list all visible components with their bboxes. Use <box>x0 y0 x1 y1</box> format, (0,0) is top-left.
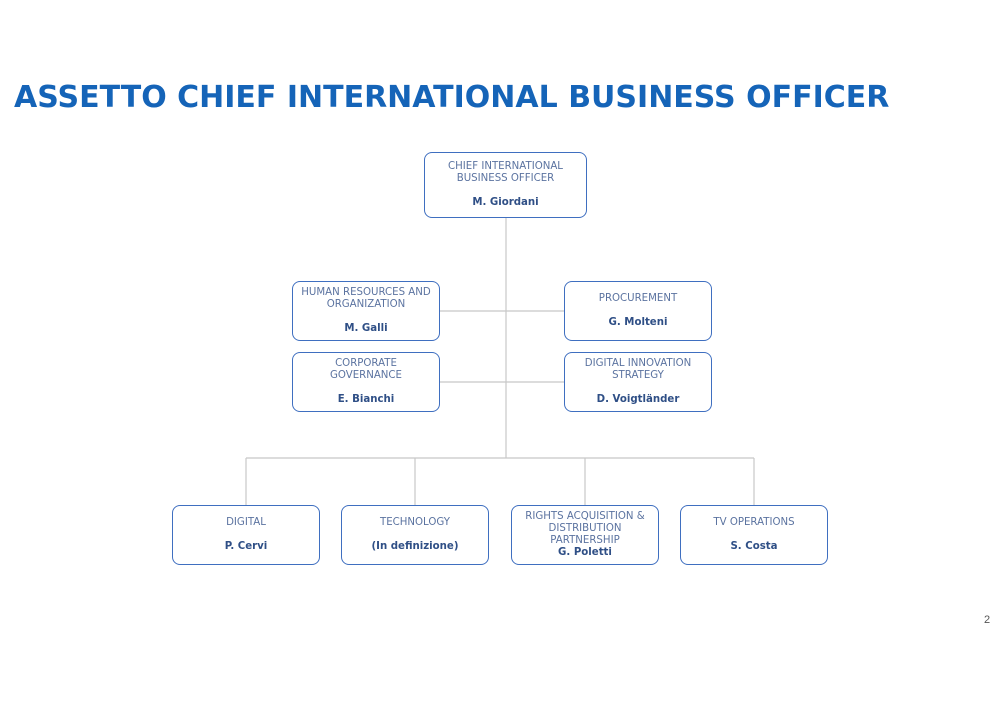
org-box-technology: TECHNOLOGY (In definizione) <box>341 505 489 565</box>
org-box-name: E. Bianchi <box>337 394 395 405</box>
org-box-role: TECHNOLOGY <box>379 517 450 528</box>
page-number: 2 <box>984 614 991 626</box>
org-box-human-resources: HUMAN RESOURCES AND ORGANIZATION M. Gall… <box>292 281 440 341</box>
org-box-name: M. Galli <box>344 323 388 334</box>
org-box-role: RIGHTS ACQUISITION & DISTRIBUTION PARTNE… <box>525 511 645 546</box>
org-box-digital-innovation-strategy: DIGITAL INNOVATION STRATEGY D. Voigtländ… <box>564 352 712 412</box>
org-box-role: CHIEF INTERNATIONAL BUSINESS OFFICER <box>448 161 563 184</box>
org-box-role: TV OPERATIONS <box>713 517 795 528</box>
org-box-role: DIGITAL INNOVATION STRATEGY <box>584 358 692 381</box>
org-box-corporate-governance: CORPORATE GOVERNANCE E. Bianchi <box>292 352 440 412</box>
org-box-tv-operations: TV OPERATIONS S. Costa <box>680 505 828 565</box>
org-box-name: P. Cervi <box>224 541 268 552</box>
org-box-name: D. Voigtländer <box>596 394 680 405</box>
org-box-name: G. Poletti <box>558 547 612 558</box>
org-box-name: M. Giordani <box>472 197 539 208</box>
org-box-role: PROCUREMENT <box>598 293 678 304</box>
org-box-name: G. Molteni <box>608 317 668 328</box>
org-box-role: CORPORATE GOVERNANCE <box>330 358 402 381</box>
org-box-name: (In definizione) <box>371 541 459 552</box>
org-box-digital: DIGITAL P. Cervi <box>172 505 320 565</box>
org-box-name: S. Costa <box>730 541 778 552</box>
org-box-procurement: PROCUREMENT G. Molteni <box>564 281 712 341</box>
org-box-chief-international-business-officer: CHIEF INTERNATIONAL BUSINESS OFFICER M. … <box>424 152 587 218</box>
org-box-role: DIGITAL <box>226 517 266 528</box>
org-box-role: HUMAN RESOURCES AND ORGANIZATION <box>301 287 431 310</box>
org-box-rights-acquisition: RIGHTS ACQUISITION & DISTRIBUTION PARTNE… <box>511 505 659 565</box>
page-title: ASSETTO CHIEF INTERNATIONAL BUSINESS OFF… <box>14 80 890 115</box>
